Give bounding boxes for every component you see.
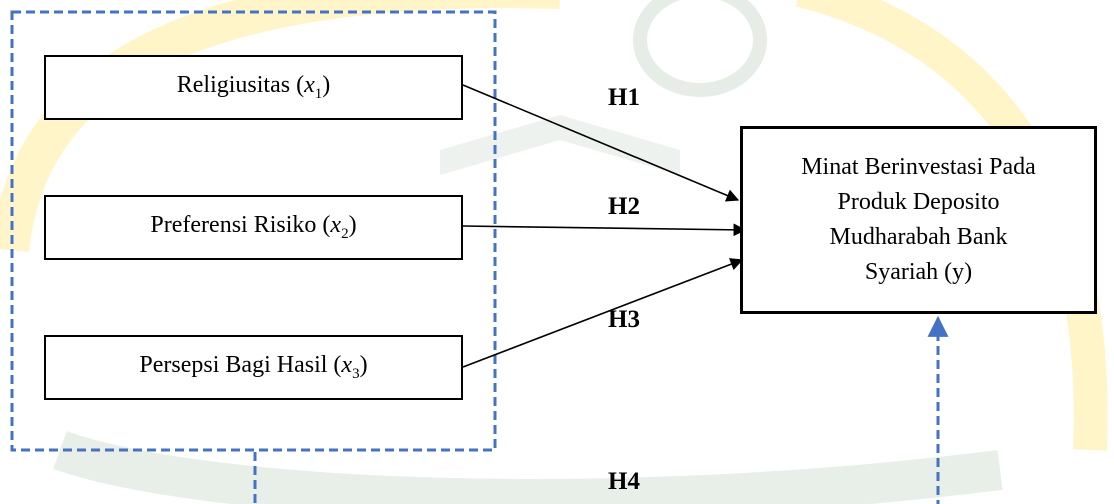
- watermark-arc-green: [53, 431, 1003, 504]
- arrow-h1: [462, 84, 740, 202]
- dependent-var-line: Produk Deposito: [837, 189, 1000, 215]
- hypothesis-label-h3: H3: [608, 306, 640, 333]
- independent-var-label: Preferensi Risiko: [150, 212, 317, 239]
- independent-var-label: Religiusitas: [176, 72, 291, 99]
- hypothesis-label-h1: H1: [608, 84, 640, 111]
- var-symbol: x3: [341, 352, 360, 382]
- independent-var-box-x3: Persepsi Bagi Hasil (x3): [44, 335, 463, 400]
- watermark-book: [440, 115, 680, 175]
- arrow-h3: [462, 258, 744, 368]
- independent-group-dashed-box: [10, 10, 497, 452]
- dependent-var-line: Syariah (y): [864, 259, 973, 285]
- arrow-h4-dashed: [253, 315, 949, 504]
- independent-var-label: Persepsi Bagi Hasil: [139, 352, 328, 379]
- watermark-arc-yellow: [0, 0, 560, 253]
- arrow-h2: [462, 223, 747, 237]
- watermark-swirl: [633, 0, 767, 97]
- hypothesis-label-h2: H2: [608, 193, 640, 220]
- var-symbol: x2: [330, 212, 349, 242]
- dependent-var-box: Minat Berinvestasi Pada Produk Deposito …: [740, 126, 1097, 314]
- dependent-var-line: Mudharabah Bank: [829, 224, 1008, 250]
- dependent-var-line: Minat Berinvestasi Pada: [801, 154, 1036, 180]
- var-symbol: x1: [304, 72, 323, 102]
- hypothesis-label-h4: H4: [608, 468, 640, 495]
- independent-var-box-x2: Preferensi Risiko (x2): [44, 195, 463, 260]
- independent-var-box-x1: Religiusitas (x1): [44, 55, 463, 120]
